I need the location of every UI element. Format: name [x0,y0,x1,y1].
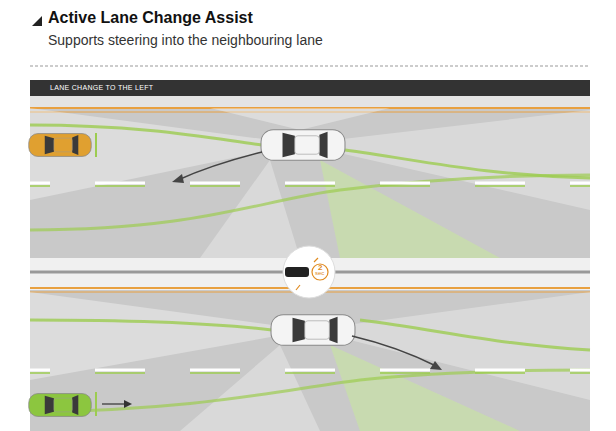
car-ego-bottom [271,315,355,346]
divider [30,66,590,67]
road-top [30,96,590,258]
time-unit: sec [315,270,324,276]
subtitle: Supports steering into the neighbouring … [48,32,323,48]
title-marker [32,16,42,26]
title: Active Lane Change Assist [48,9,253,27]
car-yellow [29,134,91,157]
car-ego-top [261,130,345,161]
band-label: LANE CHANGE TO THE LEFT [30,80,590,91]
car-green [29,394,91,417]
section-band: LANE CHANGE TO THE LEFT [30,80,590,96]
road-bottom [30,290,590,431]
indicator-icon [283,246,335,298]
